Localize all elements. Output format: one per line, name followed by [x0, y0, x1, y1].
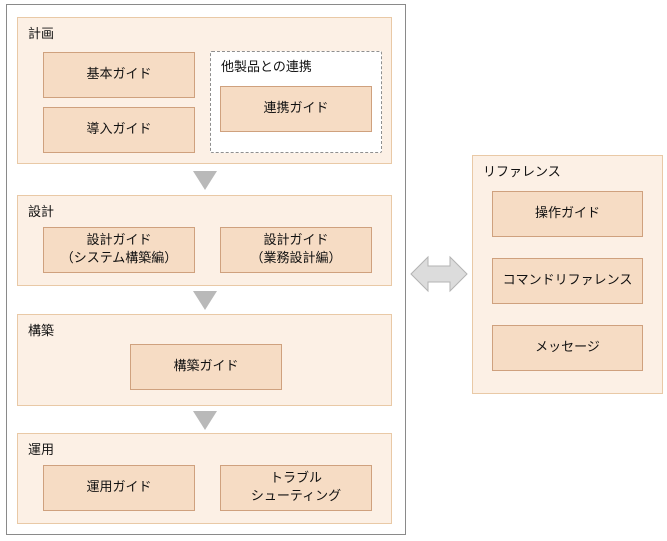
guide-design-business[interactable]: 設計ガイド （業務設計編） — [220, 227, 372, 273]
guide-messages[interactable]: メッセージ — [492, 325, 643, 371]
guide-troubleshooting[interactable]: トラブル シューティング — [220, 465, 372, 511]
related-products-label: 他製品との連携 — [221, 60, 312, 75]
guide-installation[interactable]: 導入ガイド — [43, 107, 195, 153]
phase-operation-label: 運用 — [28, 443, 55, 458]
reference-label: リファレンス — [483, 165, 561, 180]
guide-construction[interactable]: 構築ガイド — [130, 344, 282, 390]
guide-basic[interactable]: 基本ガイド — [43, 52, 195, 98]
arrow-construction-to-operation — [193, 411, 217, 430]
phase-planning-label: 計画 — [28, 27, 55, 42]
double-arrow-icon — [410, 255, 468, 293]
guide-command-reference[interactable]: コマンドリファレンス — [492, 258, 643, 304]
guide-operations[interactable]: 操作ガイド — [492, 191, 643, 237]
guide-design-system[interactable]: 設計ガイド （システム構築編） — [43, 227, 195, 273]
guide-operation[interactable]: 運用ガイド — [43, 465, 195, 511]
arrow-planning-to-design — [193, 171, 217, 190]
phase-construction-label: 構築 — [28, 324, 55, 339]
phase-design-label: 設計 — [28, 205, 55, 220]
arrow-design-to-construction — [193, 291, 217, 310]
guide-integration[interactable]: 連携ガイド — [220, 86, 372, 132]
